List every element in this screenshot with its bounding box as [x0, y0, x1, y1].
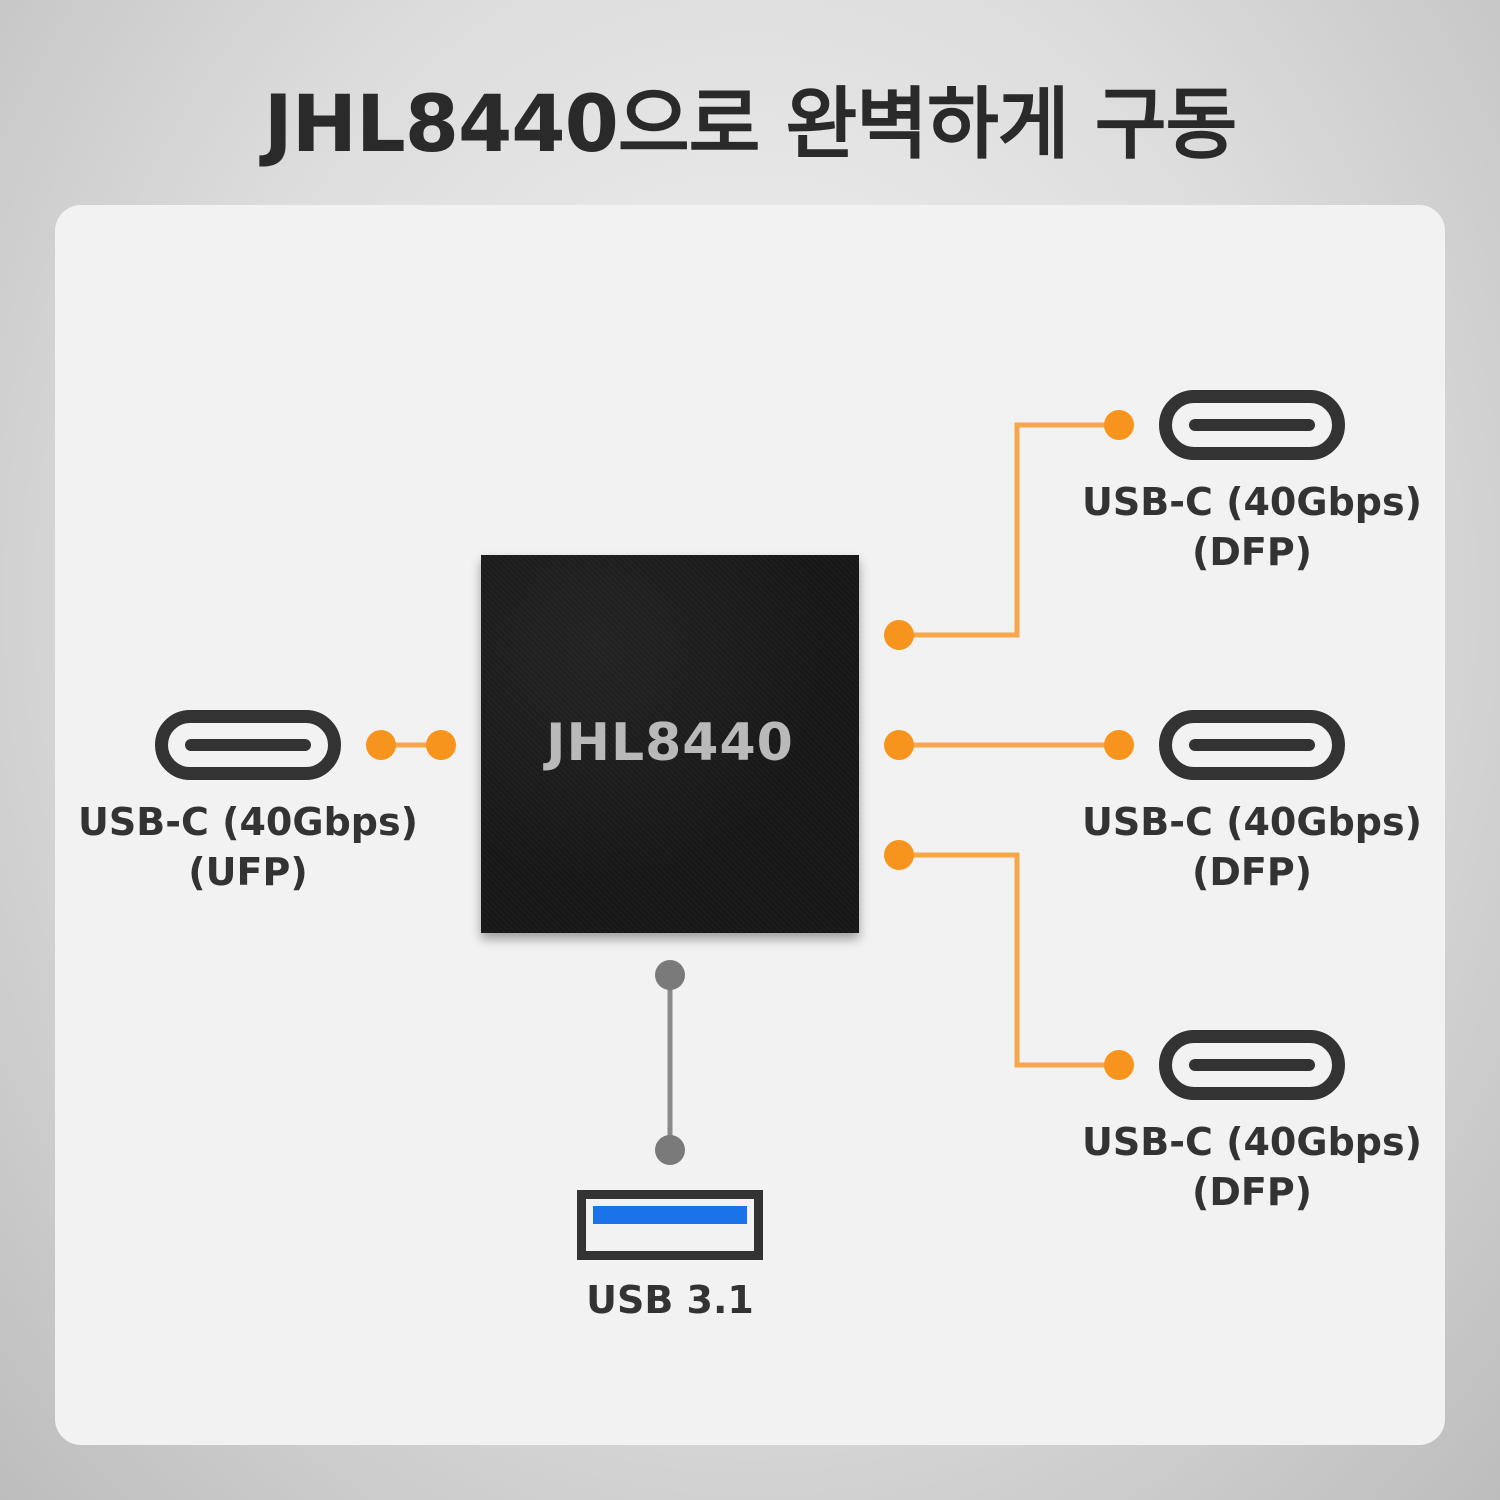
page-title: JHL8440으로 완벽하게 구동: [263, 80, 1237, 170]
usb-a-port-icon: [577, 1190, 763, 1260]
dfp-middle-label-line1: USB-C (40Gbps): [1082, 800, 1422, 844]
ufp-dot-left: [366, 730, 396, 760]
ufp-label: USB-C (40Gbps) (UFP): [58, 797, 438, 897]
dfp-bottom-label-line2: (DFP): [1191, 1170, 1313, 1214]
dfp-top-connector-line: [899, 422, 1119, 638]
usb-a-dot-port: [655, 1135, 685, 1165]
dfp-middle-label-line2: (DFP): [1191, 850, 1313, 894]
dfp-top-label-line2: (DFP): [1191, 530, 1313, 574]
usb-c-port-icon: [1159, 710, 1345, 780]
ufp-label-line2: (UFP): [188, 850, 308, 894]
dfp-middle-dot-chip: [884, 730, 914, 760]
dfp-middle-dot-port: [1104, 730, 1134, 760]
usb-c-port-icon: [155, 710, 341, 780]
dfp-top-label-line1: USB-C (40Gbps): [1082, 480, 1422, 524]
chip-label: JHL8440: [546, 713, 794, 773]
dfp-bottom-label-line1: USB-C (40Gbps): [1082, 1120, 1422, 1164]
chip-icon: JHL8440: [481, 555, 859, 933]
dfp-middle-label: USB-C (40Gbps) (DFP): [1062, 797, 1442, 897]
dfp-bottom-connector-line: [899, 852, 1119, 1068]
usb-a-label: USB 3.1: [586, 1278, 754, 1322]
ufp-dot-right: [426, 730, 456, 760]
dfp-bottom-label: USB-C (40Gbps) (DFP): [1062, 1117, 1442, 1217]
dfp-top-dot-chip: [884, 620, 914, 650]
dfp-top-dot-port: [1104, 410, 1134, 440]
dfp-bottom-dot-port: [1104, 1050, 1134, 1080]
usb-c-port-icon: [1159, 1030, 1345, 1100]
dfp-top-label: USB-C (40Gbps) (DFP): [1062, 477, 1442, 577]
usb-c-port-icon: [1159, 390, 1345, 460]
ufp-label-line1: USB-C (40Gbps): [78, 800, 418, 844]
dfp-bottom-dot-chip: [884, 840, 914, 870]
usb-a-dot-chip: [655, 960, 685, 990]
